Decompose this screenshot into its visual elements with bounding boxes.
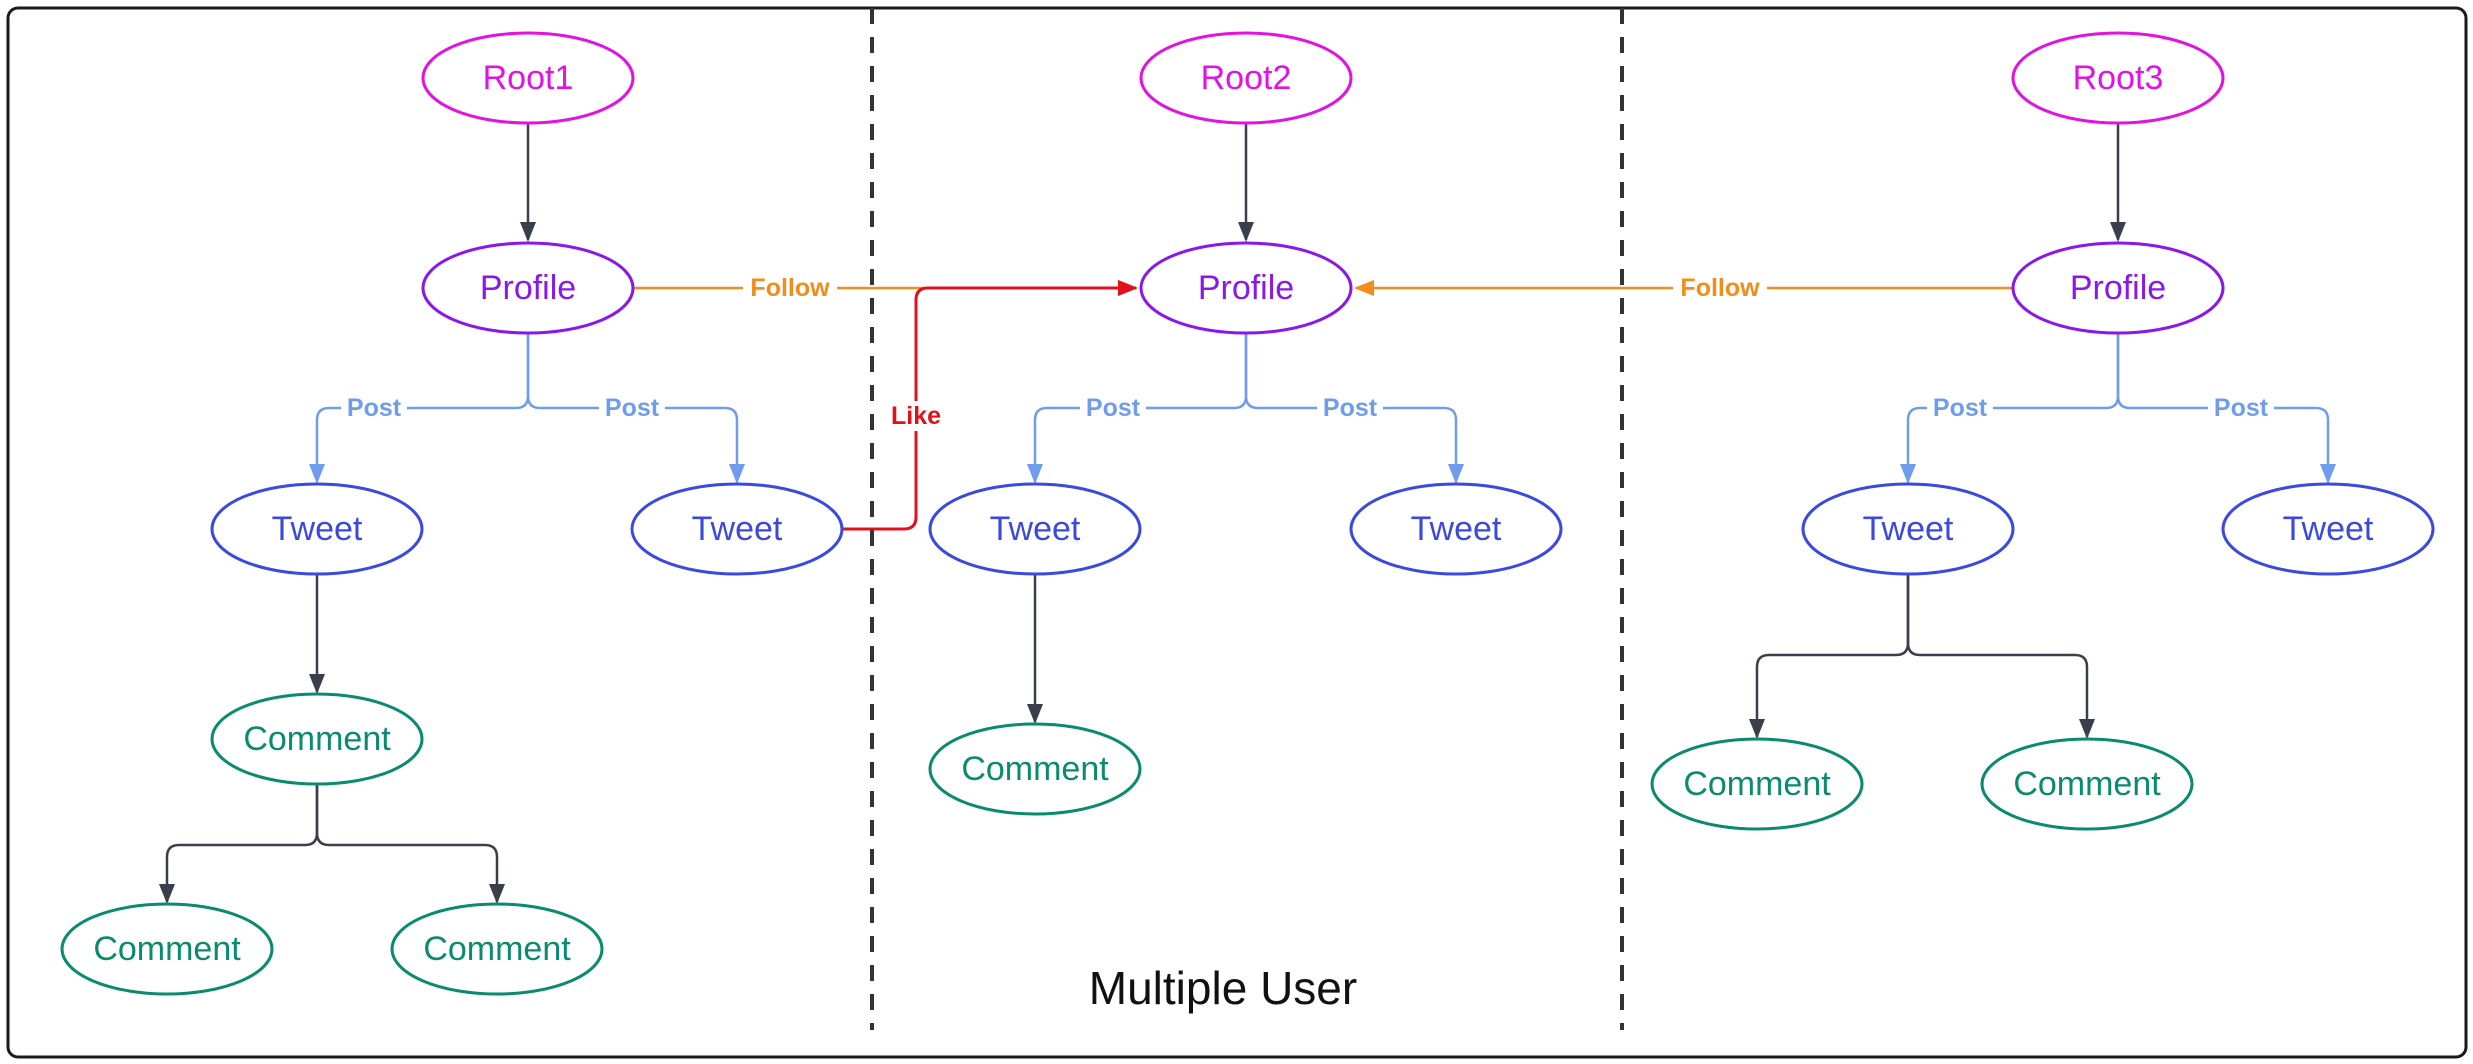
comment-node-shape	[1980, 737, 2194, 831]
profile-node-label: Profile	[1198, 269, 1294, 307]
diagram-frame	[6, 6, 2468, 1059]
edge-line	[1906, 575, 2095, 739]
edge-line	[159, 785, 319, 904]
node-comment3b[interactable]: Comment	[1980, 737, 2194, 831]
edge-post-profile1-to-tweet1a: Post	[309, 334, 530, 484]
edge-label-background	[2208, 393, 2274, 423]
tweet-node-label: Tweet	[990, 510, 1081, 548]
node-root2[interactable]: Root2	[1139, 31, 1353, 125]
node-profile1[interactable]: Profile	[421, 241, 635, 335]
node-root3[interactable]: Root3	[2011, 31, 2225, 125]
comment-node-label: Comment	[2013, 765, 2161, 803]
edge-line	[1749, 575, 1910, 739]
node-comment1b[interactable]: Comment	[390, 902, 604, 996]
comment-node-label: Comment	[243, 720, 391, 758]
root-node-label: Root2	[1201, 59, 1292, 97]
tweet-node-shape	[630, 482, 844, 576]
edge-label-post: Post	[605, 394, 660, 422]
edge-label-background	[1927, 393, 1993, 423]
tweet-node-label: Tweet	[1411, 510, 1502, 548]
profile-node-label: Profile	[480, 269, 576, 307]
edge-label-background	[1673, 273, 1767, 303]
edge-post-profile2-to-tweet2b: Post	[1244, 334, 1464, 484]
node-tweet1b[interactable]: Tweet	[630, 482, 844, 576]
tweet-node-label: Tweet	[272, 510, 363, 548]
node-root1[interactable]: Root1	[421, 31, 635, 125]
comment-node-shape	[1650, 737, 1864, 831]
edge-tree-tweet3a-to-comment3a	[1749, 575, 1910, 739]
edge-post-profile2-to-tweet2a: Post	[1027, 334, 1248, 484]
profile-node-label: Profile	[2070, 269, 2166, 307]
comment-node-label: Comment	[961, 750, 1109, 788]
node-profile2[interactable]: Profile	[1139, 241, 1353, 335]
tweet-node-shape	[928, 482, 1142, 576]
edge-tree-comment1-to-comment1a	[159, 785, 319, 904]
profile-node-shape	[1139, 241, 1353, 335]
tweet-node-shape	[1801, 482, 2015, 576]
edge-follow-profile3-to-profile2: Follow	[1354, 273, 2013, 303]
edge-label-background	[341, 393, 407, 423]
edge-tree-comment1-to-comment1b	[315, 785, 505, 904]
node-comment3a[interactable]: Comment	[1650, 737, 1864, 831]
edge-post-profile1-to-tweet1b: Post	[526, 334, 745, 484]
edge-label-post: Post	[1086, 394, 1141, 422]
node-tweet1a[interactable]: Tweet	[210, 482, 424, 576]
edge-label-background	[1080, 393, 1146, 423]
node-comment1a[interactable]: Comment	[60, 902, 274, 996]
edge-tree-tweet3a-to-comment3b	[1906, 575, 2095, 739]
profile-node-shape	[421, 241, 635, 335]
comment-node-shape	[390, 902, 604, 996]
comment-node-label: Comment	[423, 930, 571, 968]
edge-post-profile3-to-tweet3b: Post	[2116, 334, 2336, 484]
node-profile3[interactable]: Profile	[2011, 241, 2225, 335]
edge-like-tweet1b-to-profile2: Like	[842, 280, 1138, 531]
tweet-node-label: Tweet	[692, 510, 783, 548]
edge-label-follow: Follow	[1680, 274, 1760, 302]
edge-label-background	[883, 401, 949, 431]
edge-label-post: Post	[1933, 394, 1988, 422]
tweet-node-shape	[210, 482, 424, 576]
comment-node-shape	[60, 902, 274, 996]
comment-node-label: Comment	[93, 930, 241, 968]
comment-node-label: Comment	[1683, 765, 1831, 803]
diagram-caption: Multiple User	[1089, 962, 1357, 1014]
edge-label-post: Post	[2214, 394, 2269, 422]
comment-node-shape	[210, 692, 424, 786]
edge-line	[315, 785, 505, 904]
root-node-label: Root1	[483, 59, 574, 97]
edge-label-background	[599, 393, 665, 423]
edge-label-like: Like	[891, 402, 941, 430]
node-tweet2a[interactable]: Tweet	[928, 482, 1142, 576]
node-comment2[interactable]: Comment	[928, 722, 1142, 816]
root-node-shape	[1139, 31, 1353, 125]
node-comment1[interactable]: Comment	[210, 692, 424, 786]
node-tweet2b[interactable]: Tweet	[1349, 482, 1563, 576]
tweet-node-shape	[1349, 482, 1563, 576]
tweet-node-label: Tweet	[1863, 510, 1954, 548]
edge-label-background	[743, 273, 837, 303]
profile-node-shape	[2011, 241, 2225, 335]
node-tweet3a[interactable]: Tweet	[1801, 482, 2015, 576]
tweet-node-label: Tweet	[2283, 510, 2374, 548]
root-node-shape	[421, 31, 635, 125]
tweet-node-shape	[2221, 482, 2435, 576]
edge-label-post: Post	[1323, 394, 1378, 422]
edge-post-profile3-to-tweet3a: Post	[1900, 334, 2120, 484]
root-node-label: Root3	[2073, 59, 2164, 97]
edge-label-post: Post	[347, 394, 402, 422]
edge-label-follow: Follow	[750, 274, 830, 302]
node-tweet3b[interactable]: Tweet	[2221, 482, 2435, 576]
root-node-shape	[2011, 31, 2225, 125]
edge-label-background	[1317, 393, 1383, 423]
comment-node-shape	[928, 722, 1142, 816]
